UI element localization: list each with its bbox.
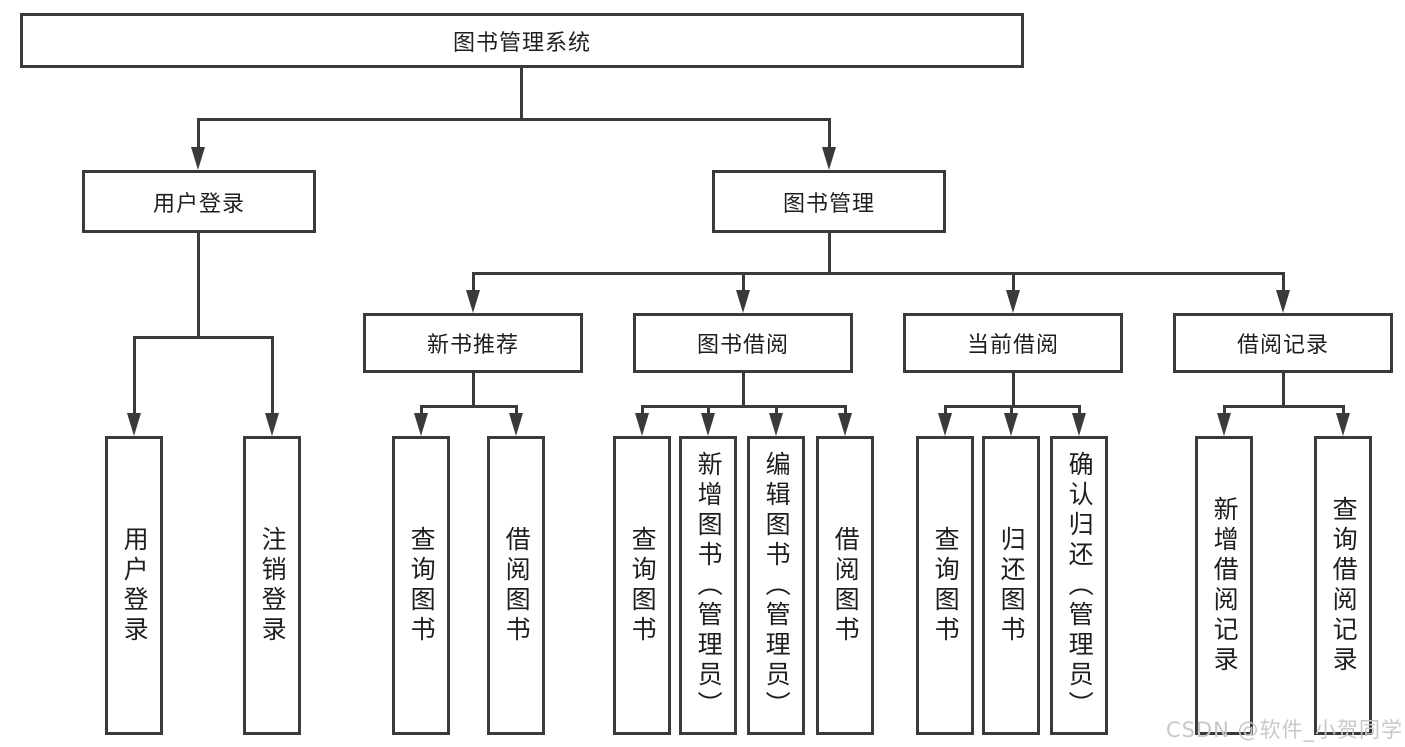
leaf-logout-label: 注销登录: [258, 525, 288, 646]
node-user-login: 用户登录: [82, 170, 316, 233]
connector-drop-cb-return: [1010, 405, 1013, 416]
csdn-watermark: CSDN @软件_小贺同学: [1165, 718, 1403, 742]
connector-current-borrow-stem: [1012, 373, 1015, 408]
leaf-bb-query-book-label: 查询图书: [628, 525, 658, 646]
connector-root-rail: [197, 118, 831, 121]
arrowhead-down-rec-borrow: [509, 413, 523, 436]
arrowhead-down-cb-confirm: [1072, 413, 1086, 436]
leaf-br-query-record: 查询借阅记录: [1314, 436, 1372, 735]
arrowhead-down-rec-query: [414, 413, 428, 436]
connector-drop-bb-edit: [775, 405, 778, 416]
arrowhead-down-new-book-rec: [466, 290, 480, 313]
leaf-rec-query-book: 查询图书: [392, 436, 450, 735]
leaf-user-login: 用户登录: [105, 436, 163, 735]
leaf-bb-edit-book: 编辑图书（管理员）: [747, 436, 805, 735]
leaf-rec-query-book-label: 查询图书: [407, 525, 437, 646]
connector-drop-borrow-records: [1282, 272, 1285, 292]
arrowhead-down-logout: [265, 413, 279, 436]
leaf-cb-confirm-return-label: 确认归还（管理员）: [1065, 450, 1095, 721]
leaf-logout: 注销登录: [243, 436, 301, 735]
node-current-borrow-label: 当前借阅: [966, 333, 1059, 358]
connector-drop-bb-borrow: [844, 405, 847, 416]
node-current-borrow: 当前借阅: [903, 313, 1123, 373]
connector-drop-book-mgmt: [828, 118, 831, 149]
connector-drop-new-book-rec: [472, 272, 475, 292]
connector-root-stem: [520, 68, 523, 120]
leaf-br-add-record-label: 新增借阅记录: [1210, 495, 1240, 676]
connector-borrow-records-rail: [1223, 405, 1345, 408]
node-book-borrow-label: 图书借阅: [696, 333, 789, 358]
arrowhead-down-bb-edit: [769, 413, 783, 436]
arrowhead-down-cb-query: [938, 413, 952, 436]
connector-new-book-rec-rail: [420, 405, 518, 408]
leaf-bb-borrow-book-label: 借阅图书: [831, 525, 861, 646]
connector-drop-cb-confirm: [1078, 405, 1081, 416]
arrowhead-down-br-add: [1217, 413, 1231, 436]
connector-drop-book-borrow: [742, 272, 745, 292]
connector-drop-cb-query: [944, 405, 947, 416]
node-book-mgmt-label: 图书管理: [782, 191, 875, 217]
node-borrow-records-label: 借阅记录: [1236, 333, 1329, 358]
arrowhead-down-bb-add: [701, 413, 715, 436]
leaf-rec-borrow-book: 借阅图书: [487, 436, 545, 735]
connector-book-mgmt-rail: [472, 272, 1285, 275]
connector-drop-bb-add: [707, 405, 710, 416]
arrowhead-down-cb-return: [1004, 413, 1018, 436]
connector-new-book-rec-stem: [472, 373, 475, 408]
node-book-mgmt: 图书管理: [712, 170, 946, 233]
connector-book-borrow-stem: [742, 373, 745, 408]
leaf-bb-add-book-label: 新增图书（管理员）: [694, 450, 724, 721]
connector-book-mgmt-stem: [828, 233, 831, 274]
node-library-system-label: 图书管理系统: [452, 30, 591, 56]
node-library-system: 图书管理系统: [20, 13, 1024, 68]
node-new-book-rec-label: 新书推荐: [426, 333, 519, 358]
connector-user-login-stem: [197, 233, 200, 338]
connector-book-borrow-rail: [641, 405, 847, 408]
leaf-rec-borrow-book-label: 借阅图书: [502, 525, 532, 646]
arrowhead-down-book-mgmt: [822, 147, 836, 170]
connector-drop-logout: [271, 336, 274, 414]
connector-drop-current-borrow: [1012, 272, 1015, 292]
connector-drop-bb-query: [641, 405, 644, 416]
arrowhead-down-user-login: [191, 147, 205, 170]
arrowhead-down-login: [127, 413, 141, 436]
leaf-br-add-record: 新增借阅记录: [1195, 436, 1253, 735]
leaf-cb-return-book: 归还图书: [982, 436, 1040, 735]
leaf-bb-add-book: 新增图书（管理员）: [679, 436, 737, 735]
node-new-book-rec: 新书推荐: [363, 313, 583, 373]
leaf-br-query-record-label: 查询借阅记录: [1329, 495, 1359, 676]
connector-drop-user-login: [197, 118, 200, 149]
arrowhead-down-borrow-records: [1276, 290, 1290, 313]
leaf-cb-query-book: 查询图书: [916, 436, 974, 735]
arrowhead-down-bb-query: [635, 413, 649, 436]
leaf-bb-query-book: 查询图书: [613, 436, 671, 735]
connector-borrow-records-stem: [1282, 373, 1285, 408]
leaf-bb-edit-book-label: 编辑图书（管理员）: [762, 450, 792, 721]
arrowhead-down-book-borrow: [736, 290, 750, 313]
arrowhead-down-current-borrow: [1006, 290, 1020, 313]
connector-drop-rec-borrow: [515, 405, 518, 416]
connector-drop-br-query: [1342, 405, 1345, 416]
leaf-cb-confirm-return: 确认归还（管理员）: [1050, 436, 1108, 735]
connector-drop-login: [133, 336, 136, 414]
leaf-user-login-label: 用户登录: [120, 525, 150, 646]
node-book-borrow: 图书借阅: [633, 313, 853, 373]
arrowhead-down-bb-borrow: [838, 413, 852, 436]
leaf-bb-borrow-book: 借阅图书: [816, 436, 874, 735]
connector-user-login-rail: [133, 336, 274, 339]
leaf-cb-return-book-label: 归还图书: [997, 525, 1027, 646]
connector-drop-rec-query: [420, 405, 423, 416]
node-user-login-label: 用户登录: [152, 191, 245, 217]
node-borrow-records: 借阅记录: [1173, 313, 1393, 373]
leaf-cb-query-book-label: 查询图书: [931, 525, 961, 646]
arrowhead-down-br-query: [1336, 413, 1350, 436]
connector-drop-br-add: [1223, 405, 1226, 416]
